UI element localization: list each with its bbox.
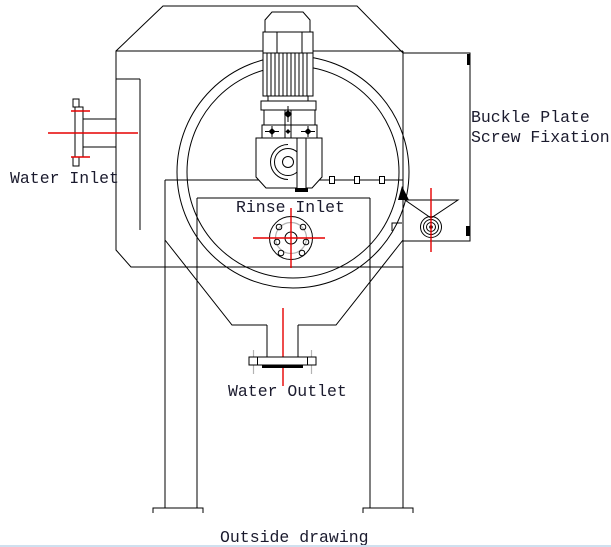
- water-outlet-flange: [248, 308, 317, 386]
- drive-motor: [260, 11, 317, 111]
- drum-rim-wedge: [398, 186, 409, 200]
- annotations: Water Inlet Rinse Inlet Water Outlet Buc…: [10, 108, 610, 547]
- motor-fan-cap: [264, 11, 311, 33]
- left-foot: [152, 507, 204, 513]
- band-bolt-2: [354, 176, 360, 184]
- cabinet-inner-panel: [116, 78, 141, 230]
- panel-corner-mark-top: [467, 54, 470, 65]
- buckle-plate-label-line2: Screw Fixation: [471, 128, 610, 147]
- shaft-foot: [295, 188, 308, 192]
- hopper: [164, 239, 404, 357]
- inlet-flange-plate: [74, 106, 84, 158]
- right-foot: [362, 507, 414, 513]
- inlet-flange-tab-bottom: [72, 156, 80, 167]
- side-panel: [403, 52, 471, 242]
- drawing-caption: Outside drawing: [220, 528, 369, 547]
- support-legs: [152, 180, 414, 513]
- hopper-right-slope: [298, 239, 404, 326]
- water-inlet-assembly: [48, 98, 138, 167]
- screw-fixation-assembly: [391, 186, 460, 252]
- cabinet-front-face: [115, 50, 403, 268]
- outlet-flange-tab-right: [307, 356, 317, 366]
- gearbox: [255, 106, 323, 192]
- band-bolts: [329, 176, 385, 184]
- rinse-inlet-label: Rinse Inlet: [236, 198, 345, 217]
- inlet-flange-tab-top: [72, 98, 80, 108]
- cabinet-top-face: [115, 5, 404, 54]
- band-bolt-3: [379, 176, 385, 184]
- outlet-flange-plate: [257, 356, 308, 366]
- motor-cooling-fins: [266, 53, 308, 96]
- gearbox-bolts: [265, 106, 315, 137]
- gear-shaft-hole: [282, 156, 294, 168]
- motor-terminal-box: [276, 31, 303, 54]
- drive-shaft: [296, 137, 307, 191]
- buckle-bracket: [391, 222, 402, 231]
- volute-casing: [270, 144, 289, 180]
- cabinet-body: [115, 5, 471, 508]
- rinse-bolt-holes: [273, 223, 310, 257]
- buckle-plate-label-line1: Buckle Plate: [471, 108, 590, 127]
- gear-housing-block: [255, 137, 323, 189]
- water-outlet-label: Water Outlet: [228, 382, 347, 401]
- outlet-flange-tab-left: [248, 356, 258, 366]
- rinse-inlet-flange: [253, 208, 325, 268]
- band-bolt-1: [329, 176, 335, 184]
- water-inlet-label: Water Inlet: [10, 169, 119, 188]
- outlet-gasket-mark: [262, 365, 303, 368]
- window-bottom-edge: [0, 545, 611, 547]
- motor-base-plate: [267, 95, 309, 102]
- hopper-left-slope: [164, 239, 267, 326]
- panel-corner-mark-bottom: [466, 226, 470, 236]
